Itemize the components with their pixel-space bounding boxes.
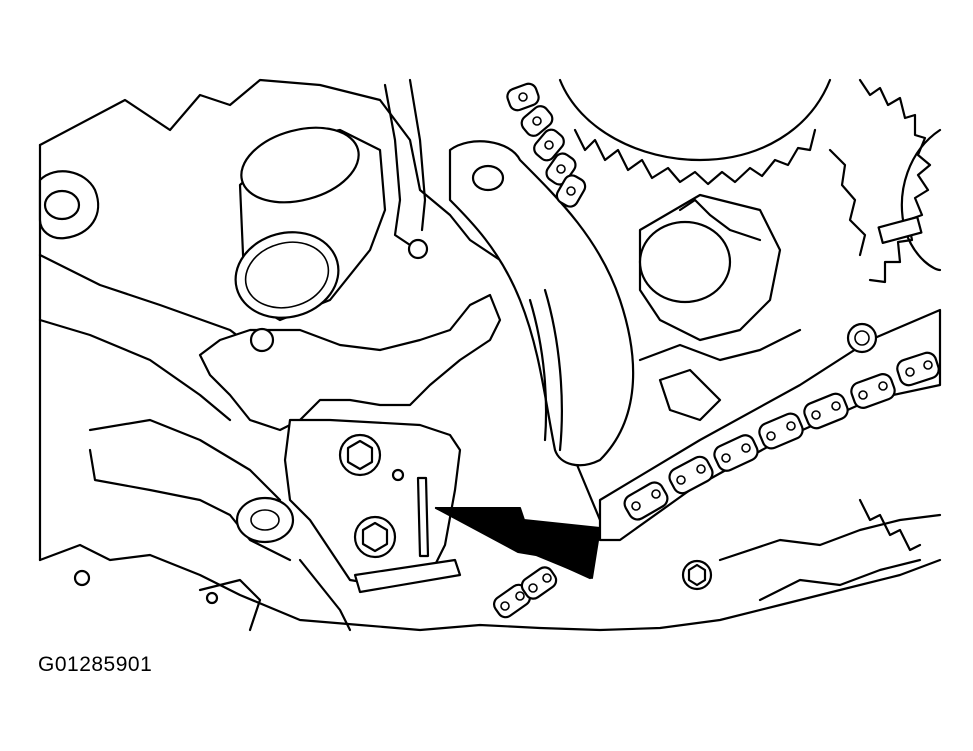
- right-lower-bolt: [681, 559, 713, 591]
- tensioner-end-face-inner: [244, 241, 330, 309]
- tensioner-arm: [448, 140, 635, 467]
- upper-chain: [506, 82, 587, 208]
- left-rib-middle: [38, 318, 232, 422]
- oil-tube-inner: [408, 78, 427, 232]
- right-sprocket-body: [900, 128, 942, 272]
- left-lower-boss-hole: [250, 509, 280, 531]
- idler-housing-edge: [678, 198, 762, 242]
- tube-fitting: [407, 238, 429, 260]
- figure-id-label: G01285901: [38, 653, 153, 676]
- right-lower-comb: [858, 498, 922, 552]
- arm-pivot-hole: [471, 164, 505, 192]
- tensioner-bracket: [198, 293, 502, 432]
- left-flange: [88, 448, 292, 562]
- tensioner-stopper-pin: [416, 476, 430, 558]
- tensioner-end-face: [234, 231, 340, 319]
- rail-bolt: [846, 322, 878, 354]
- arrow-shaft-outline: [434, 506, 592, 580]
- oil-tube: [383, 83, 412, 247]
- upper-sprocket: [558, 78, 832, 162]
- right-lower-housing: [718, 513, 942, 562]
- rail-bolt-inner: [854, 330, 870, 346]
- bracket-bolt-hole: [249, 327, 275, 353]
- lower-left-ledge: [298, 558, 352, 632]
- lower-chain: [623, 351, 940, 521]
- left-boss-hole: [43, 189, 81, 221]
- left-lower-boss: [235, 496, 295, 544]
- lower-left-bracket: [198, 578, 262, 632]
- left-rib-lower: [88, 418, 282, 502]
- tensioner-top-cap: [240, 126, 360, 204]
- arm-shoe-edge: [543, 288, 563, 452]
- idler-pulley: [638, 220, 732, 304]
- bottom-chain-segment: [492, 566, 558, 619]
- arm-lower-bracket: [658, 368, 722, 422]
- upper-sprocket-teeth: [573, 128, 817, 186]
- right-sprocket-key: [877, 215, 923, 245]
- arm-lower-web: [638, 328, 802, 362]
- far-left-hole: [73, 569, 91, 587]
- plate-locating-hole: [391, 468, 405, 482]
- upper-plate-bolt: [338, 433, 382, 477]
- arm-shoe-edge-2: [528, 298, 548, 442]
- right-sprocket-teeth: [858, 78, 932, 284]
- lower-left-bracket-hole: [205, 591, 219, 605]
- right-sprocket-chain-guide: [828, 148, 867, 257]
- plate-slot: [353, 558, 462, 594]
- right-lower-rib: [758, 558, 922, 602]
- engine-block-lower-edge: [38, 543, 942, 632]
- lower-plate-bolt: [353, 515, 397, 559]
